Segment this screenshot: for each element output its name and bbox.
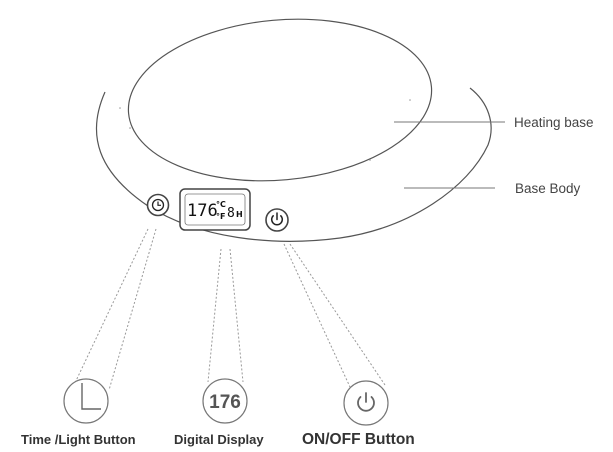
display-hours-unit: H <box>236 210 243 219</box>
time-light-button-label: Time /Light Button <box>21 432 136 447</box>
display-temperature: 176 <box>187 201 218 221</box>
callout-lines <box>73 228 386 391</box>
heating-base-label: Heating base <box>514 115 594 130</box>
power-button-callout <box>343 380 389 426</box>
on-off-button[interactable] <box>265 208 289 232</box>
digital-display-label: Digital Display <box>174 432 264 447</box>
digital-display: 176 °C °F 8 H <box>179 188 251 231</box>
display-unit-f: °F <box>216 212 225 221</box>
display-callout: 176 <box>202 378 248 424</box>
clock-icon <box>151 198 165 212</box>
base-body-outline <box>95 87 492 242</box>
base-body-label: Base Body <box>515 181 581 196</box>
display-callout-value: 176 <box>209 392 241 413</box>
heating-base-plate <box>127 18 433 182</box>
power-icon-large <box>357 392 375 412</box>
on-off-button-label: ON/OFF Button <box>302 431 415 448</box>
display-unit-c: °C <box>216 200 226 209</box>
time-button-callout <box>63 378 109 424</box>
display-hours-digit: 8 <box>227 206 235 221</box>
power-icon <box>270 212 284 226</box>
time-light-button[interactable] <box>146 193 170 217</box>
clock-hands-icon <box>81 383 101 410</box>
